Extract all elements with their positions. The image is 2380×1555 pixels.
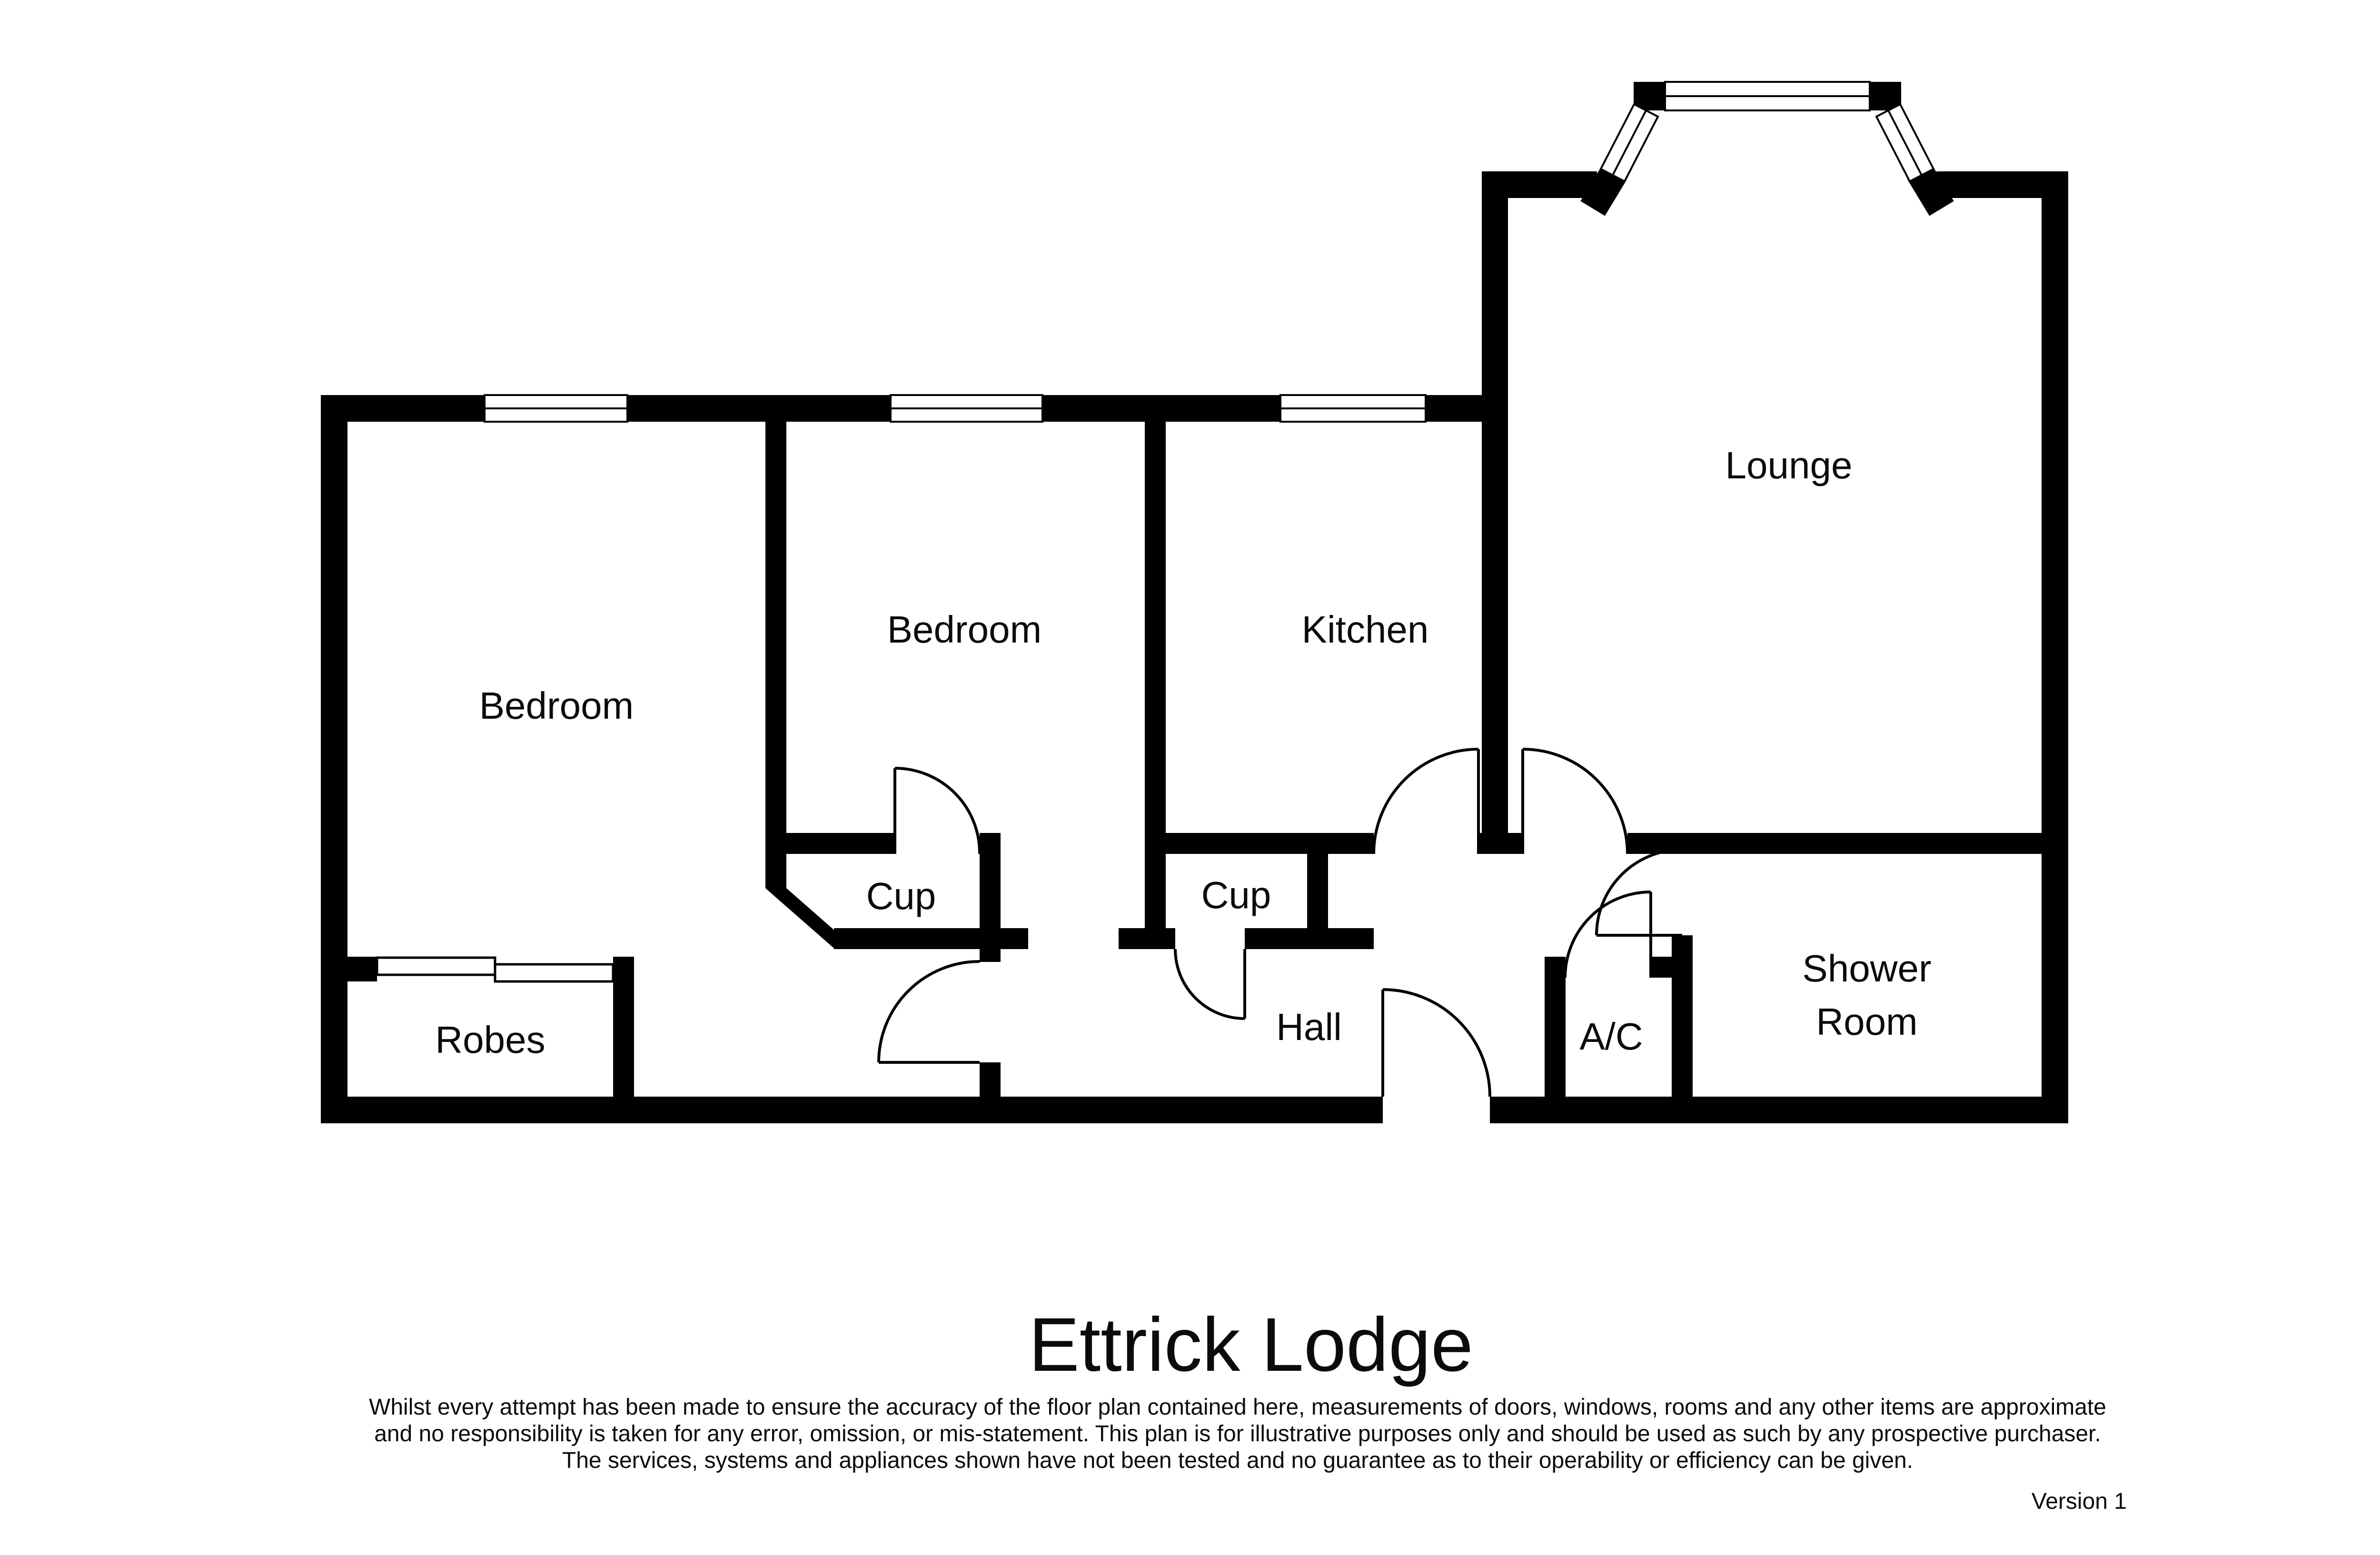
wall-shower-top (1627, 833, 2068, 854)
room-label-hall: Hall (1276, 1006, 1342, 1048)
plan-title: Ettrick Lodge (1029, 1302, 1473, 1387)
door-shower (1595, 848, 1683, 937)
wall-top-seg2 (627, 395, 891, 422)
wall-robes-left-stub (347, 957, 377, 981)
disclaimer-line-2: and no responsibility is taken for any e… (374, 1421, 2101, 1446)
wardrobe-unit-2 (494, 963, 615, 983)
room-label-bedroom-2: Bedroom (887, 608, 1042, 651)
room-label-robes: Robes (435, 1019, 545, 1061)
room-label-cup-1: Cup (866, 875, 936, 917)
door-bedroom1 (877, 960, 980, 1064)
window-mullion-bay-left (1612, 110, 1647, 176)
wall-ac-left (1545, 957, 1566, 1097)
wall-cup1-chamfer (765, 888, 856, 949)
wall-lounge-top-left (1482, 171, 1597, 198)
room-label-ac: A/C (1579, 1015, 1643, 1058)
wall-cup2-right (1307, 833, 1328, 949)
disclaimer-line-1: Whilst every attempt has been made to en… (369, 1395, 2106, 1420)
walls (321, 82, 2068, 1123)
bay-stub-right (1907, 165, 1954, 216)
wall-kitchen-bottom (1145, 833, 1374, 854)
wall-lounge-top-right (1936, 171, 2068, 198)
wall-shower-left (1672, 935, 1693, 1097)
door-cup1 (893, 767, 982, 854)
wall-lounge-left (1482, 171, 1508, 833)
wall-cup-bottom-a (834, 928, 1028, 949)
room-labels: Bedroom Bedroom Kitchen Lounge Cup Cup H… (435, 444, 1931, 1061)
wall-top-seg1 (321, 395, 485, 422)
wall-hall-stub (980, 1062, 1001, 1097)
wardrobe-unit-1 (376, 956, 496, 976)
wall-top-seg3 (1042, 395, 1280, 422)
door-cup2 (1174, 949, 1246, 1020)
room-label-shower-line1: Shower (1802, 947, 1931, 990)
room-label-bedroom-1: Bedroom (479, 684, 634, 727)
door-kitchen (1372, 748, 1480, 854)
version-label: Version 1 (2032, 1489, 2127, 1514)
wall-bottom-right (1490, 1097, 2068, 1123)
room-label-shower-line2: Room (1816, 1000, 1917, 1043)
wall-door-stub-cap (1478, 833, 1523, 854)
bay-wall-stubs (1580, 165, 1954, 216)
room-label-kitchen: Kitchen (1302, 608, 1429, 651)
window-mullion-bay-right (1887, 110, 1923, 176)
disclaimer-line-3: The services, systems and appliances sho… (562, 1448, 1913, 1473)
door-lounge (1521, 748, 1629, 854)
wall-robes-right (613, 957, 634, 1097)
wall-ac-top-jamb (1651, 957, 1672, 978)
wall-cup1-top (786, 833, 895, 854)
wall-bedroom-divider (765, 422, 786, 888)
windows (484, 81, 1935, 423)
room-label-lounge: Lounge (1726, 444, 1853, 486)
door-entry (1381, 988, 1491, 1097)
wall-right (2042, 171, 2068, 1123)
wall-bottom-left (321, 1097, 1383, 1123)
wall-bedroom-kitchen-divider (1145, 422, 1166, 949)
room-label-cup-2: Cup (1201, 874, 1271, 916)
wardrobe (376, 956, 615, 983)
wall-left (321, 395, 347, 1123)
disclaimer: Whilst every attempt has been made to en… (369, 1395, 2106, 1473)
doors (877, 748, 1683, 1097)
wall-cup-bottom-b (1119, 928, 1175, 949)
bay-stub-left (1580, 165, 1627, 216)
